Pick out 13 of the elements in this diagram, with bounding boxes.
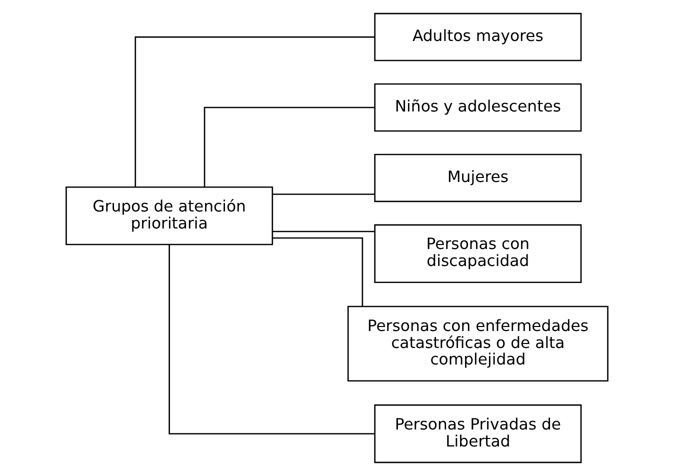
connector <box>134 36 375 188</box>
connector <box>204 106 375 187</box>
node-box: Adultos mayores <box>374 12 582 62</box>
node-box: Niños y adolescentes <box>374 83 582 132</box>
node-box: Mujeres <box>374 154 582 202</box>
connector <box>168 244 375 434</box>
node-box: Personas Privadas de Libertad <box>374 404 582 464</box>
node-box: Personas con discapacidad <box>374 224 582 284</box>
connector <box>272 230 375 232</box>
connector <box>272 237 364 306</box>
connector <box>272 194 375 195</box>
node-box: Personas con enfermedades catastróficas o de alta complejidad <box>347 306 608 382</box>
node-box: Grupos de atención prioritaria <box>66 186 274 246</box>
